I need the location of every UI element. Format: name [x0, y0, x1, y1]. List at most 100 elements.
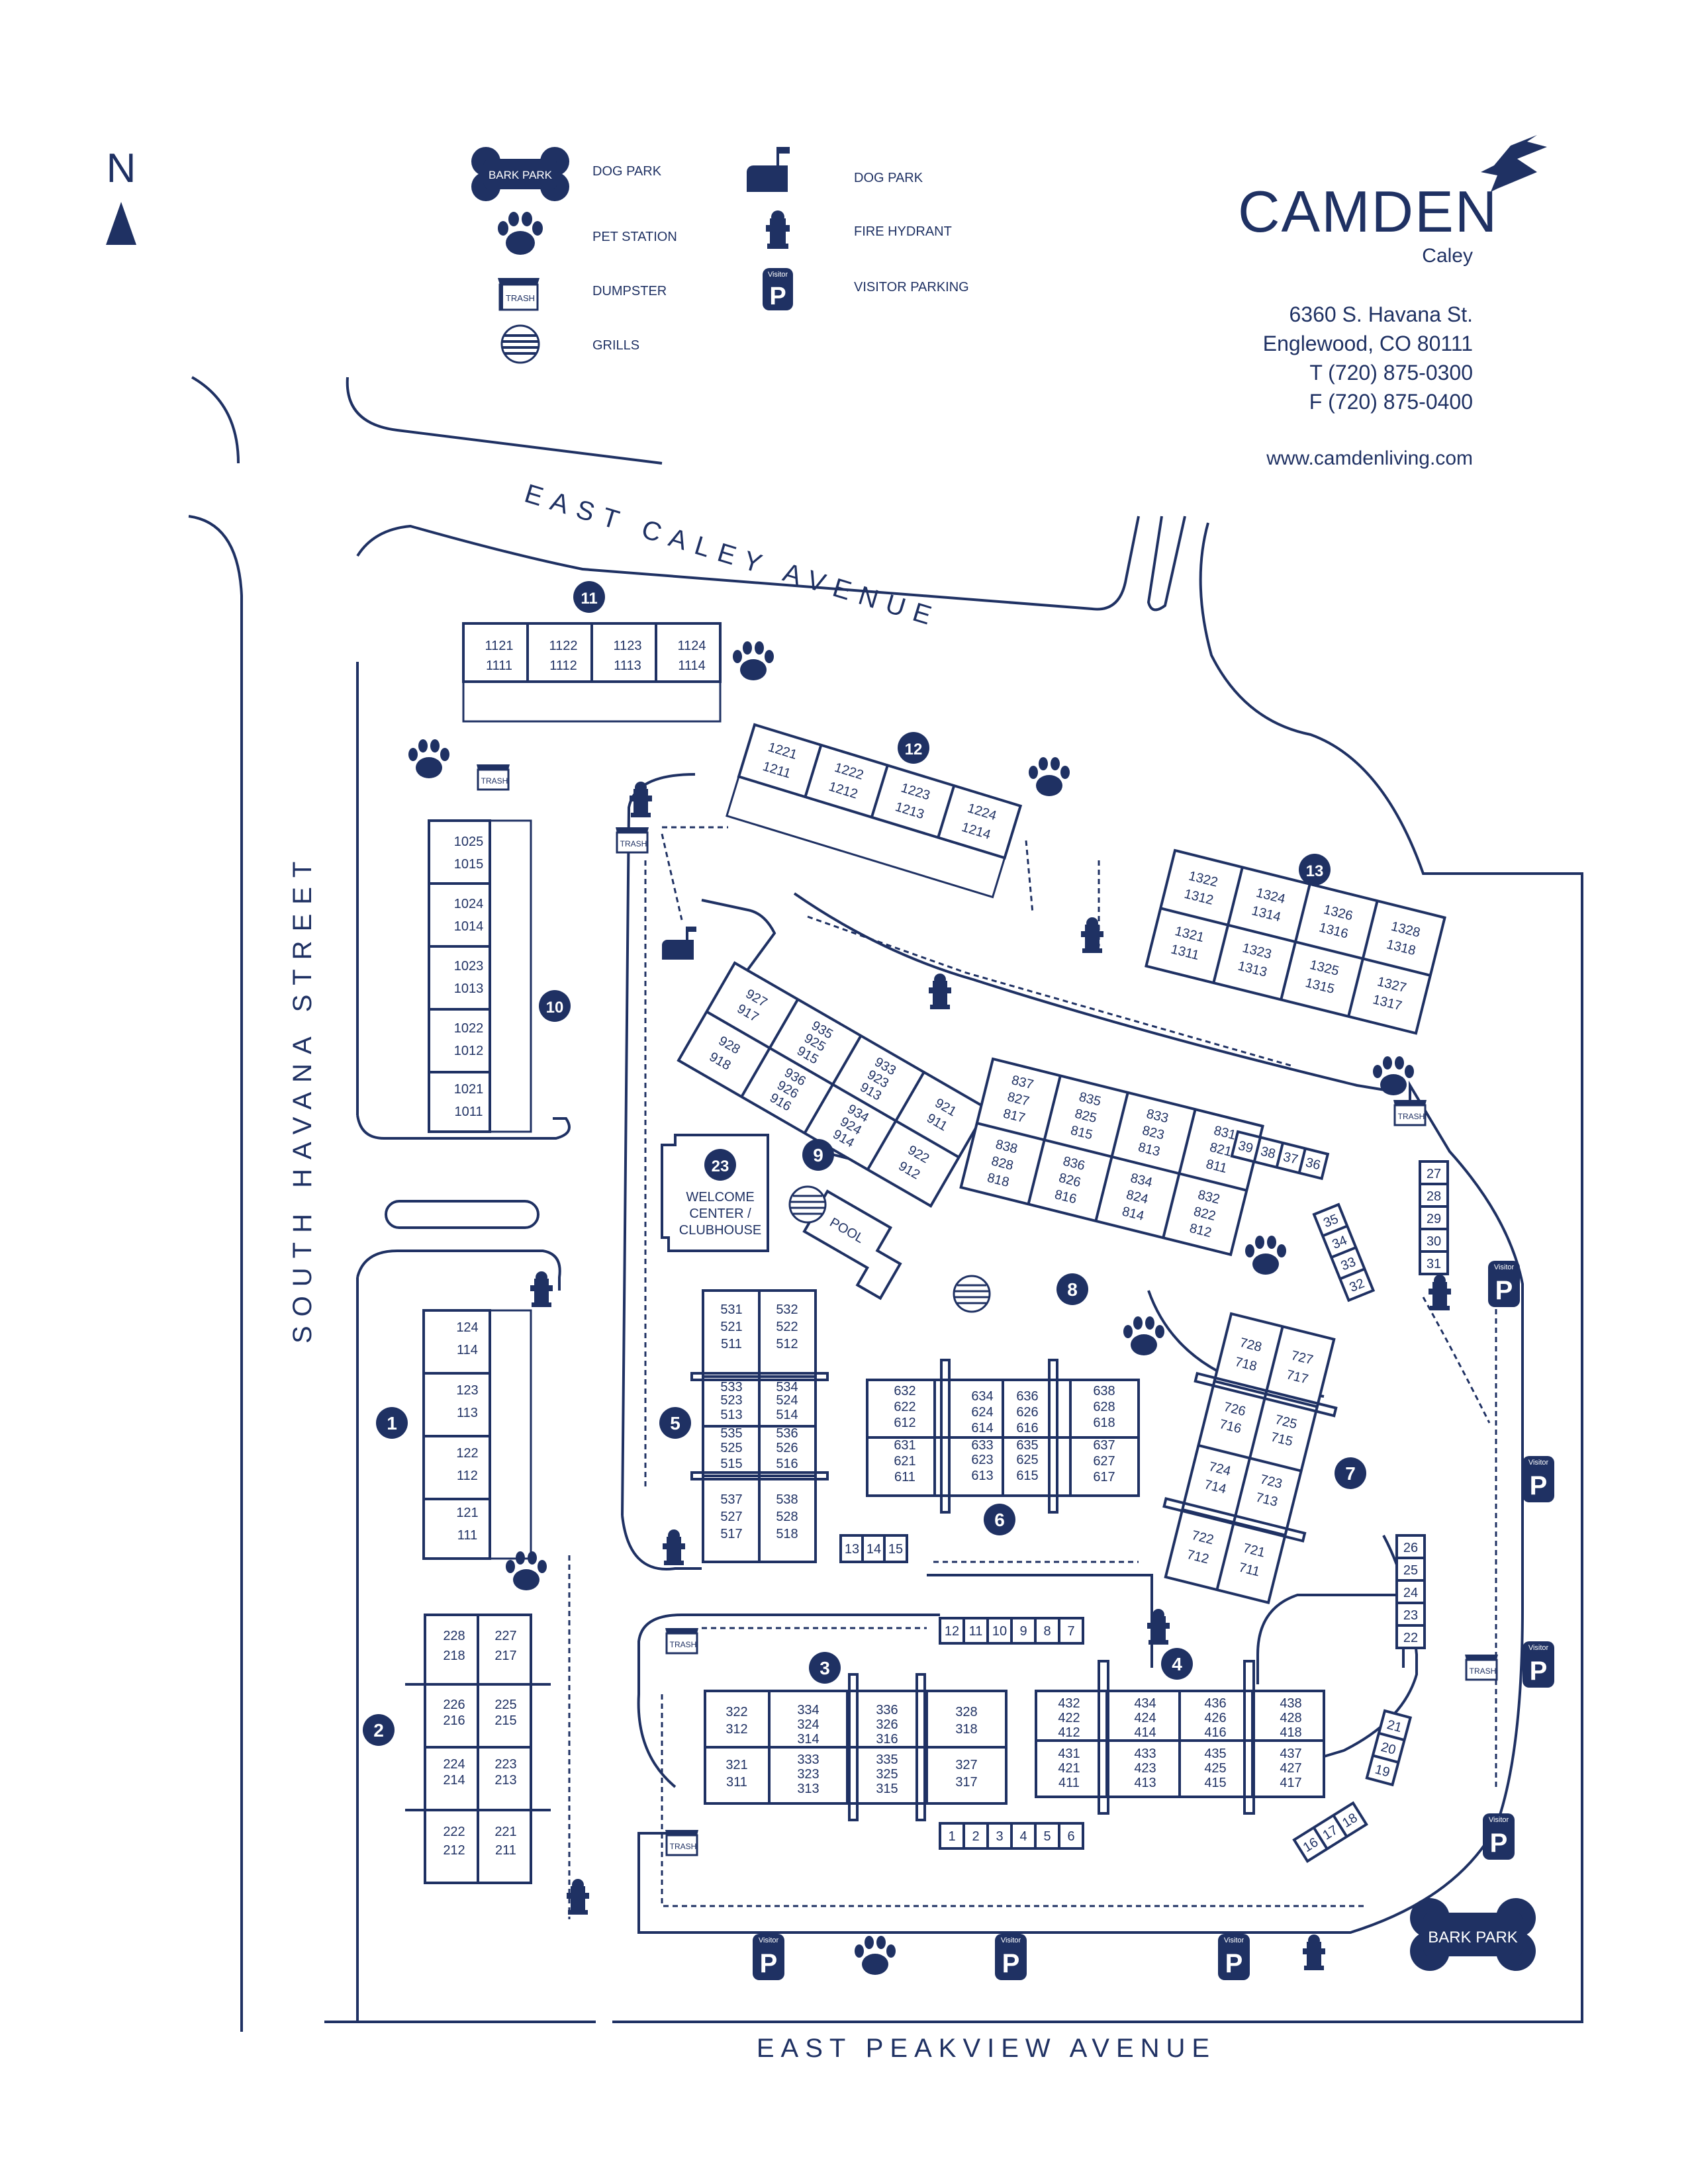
building-6[interactable]: 632 622 612 631 621 611 634 624 614 633 …	[866, 1359, 1140, 1514]
unit-label: 427	[1280, 1761, 1301, 1776]
brand-logo-text: CAMDEN	[1238, 179, 1498, 244]
visitor-text: Visitor	[1528, 1459, 1549, 1467]
badge-building-23[interactable]: 23	[704, 1149, 736, 1181]
unit-label: 213	[494, 1773, 516, 1788]
visitor-parking-icon[interactable]: Visitor P	[1483, 1813, 1515, 1860]
garage-row-27-31[interactable]: 27 28 29 30 31	[1419, 1160, 1449, 1275]
unit-label: 1123	[613, 639, 641, 653]
badge-building-13[interactable]: 13	[1299, 854, 1331, 886]
badge-building-3[interactable]: 3	[809, 1652, 841, 1684]
grill-icon	[953, 1275, 991, 1313]
unit-label: 413	[1134, 1776, 1156, 1790]
unit-label: 217	[494, 1649, 516, 1663]
badge-building-2[interactable]: 2	[363, 1714, 395, 1746]
unit-label: 516	[776, 1457, 798, 1471]
building-2[interactable]: 228 218 227 217 226 216 225 215 224 214 …	[405, 1614, 551, 1884]
badge-building-11[interactable]: 11	[573, 581, 605, 613]
badge-building-12[interactable]: 12	[898, 732, 929, 764]
unit-label: 426	[1204, 1711, 1226, 1725]
building-11[interactable]: 1121 1111 1122 1112 1123 1113 1124 1114	[462, 622, 722, 723]
building-10[interactable]: 1025 1015 1024 1014 1023 1013 1022 1012 …	[428, 819, 532, 1133]
garage-label: 28	[1427, 1189, 1441, 1204]
unit-label: 317	[955, 1775, 977, 1790]
garage-label: 39	[1237, 1138, 1254, 1156]
unit-label: 438	[1280, 1696, 1301, 1711]
badge-building-4[interactable]: 4	[1161, 1648, 1193, 1680]
visitor-parking-icon[interactable]: Visitor P	[995, 1934, 1027, 1980]
unit-label: 211	[495, 1843, 516, 1858]
unit-label: 1011	[454, 1105, 483, 1119]
unit-label: 336	[876, 1703, 898, 1717]
unit-label: 226	[443, 1698, 465, 1712]
building-9[interactable]: 927 917 928 918 935 925 915 936 926 916 …	[677, 961, 989, 1208]
unit-label: 412	[1058, 1725, 1080, 1740]
badge-building-10[interactable]: 10	[539, 990, 571, 1022]
unit-label: 1112	[549, 659, 577, 673]
garage-row-21-19[interactable]: 21 20 19	[1365, 1709, 1413, 1787]
garage-label: 2	[972, 1829, 979, 1844]
garage-row-35-32[interactable]: 35 34 33 32	[1312, 1203, 1376, 1302]
building-13[interactable]: 1322 1312 1321 1311 1324 1314 1323 1313 …	[1145, 848, 1446, 1035]
building-7[interactable]: 728 718 727 717 726 716 725 715 724 714 …	[1148, 1309, 1352, 1607]
visitor-parking-icon[interactable]: Visitor P	[753, 1934, 784, 1980]
garage-label: 8	[1043, 1624, 1051, 1639]
unit-label: 1114	[678, 659, 706, 673]
visitor-parking-icon[interactable]: Visitor P	[1218, 1934, 1250, 1980]
building-5[interactable]: 531 521 511 532 522 512 533 523 513 534 …	[690, 1289, 829, 1563]
unit-label: 223	[494, 1757, 516, 1772]
garage-label: 30	[1427, 1234, 1441, 1249]
building-1[interactable]: 124 114 123 113 122 112 121 111	[422, 1309, 532, 1560]
garage-row-13-15[interactable]: 13 14 15	[839, 1534, 908, 1563]
unit-label: 612	[894, 1416, 915, 1430]
garage-row-39-36[interactable]: 39 38 37 36	[1230, 1130, 1330, 1181]
visitor-parking-icon[interactable]: Visitor P	[1523, 1641, 1554, 1688]
unit-label: 1124	[677, 639, 706, 653]
badge-number: 6	[994, 1510, 1005, 1530]
badge-number: 4	[1172, 1654, 1182, 1674]
building-3[interactable]: 322 312 321 311 334 324 314 333 323 313 …	[704, 1673, 1008, 1821]
visitor-parking-icon[interactable]: Visitor P	[1523, 1456, 1554, 1502]
visitor-p: P	[1530, 1471, 1548, 1500]
garage-label: 23	[1403, 1608, 1418, 1623]
unit-label: 627	[1093, 1454, 1115, 1469]
grill-icon	[500, 324, 540, 364]
unit-label: 316	[876, 1732, 898, 1747]
unit-label: 1121	[485, 639, 513, 653]
badge-building-6[interactable]: 6	[984, 1504, 1015, 1535]
garage-row-26-22[interactable]: 26 25 24 23 22	[1395, 1534, 1426, 1649]
garage-row-12-7[interactable]: 12 11 10 9 8 7	[939, 1617, 1084, 1645]
badge-building-8[interactable]: 8	[1056, 1273, 1088, 1305]
unit-label: 633	[971, 1438, 993, 1453]
badge-building-5[interactable]: 5	[659, 1407, 691, 1439]
visitor-p: P	[1530, 1657, 1548, 1686]
dumpster-icon: TRASH	[665, 1628, 698, 1655]
unit-label: 527	[720, 1510, 742, 1524]
building-8[interactable]: 837 827 817 838 828 818 835 825 815 836 …	[959, 1057, 1264, 1257]
unit-label: 616	[1016, 1421, 1038, 1435]
badge-number: 1	[387, 1413, 397, 1433]
building-12[interactable]: 1221 1211 1222 1212 1223 1213 1224 1214	[726, 723, 1023, 899]
bark-park-label: BARK PARK	[1428, 1929, 1518, 1946]
garage-row-1-6[interactable]: 1 2 3 4 5 6	[939, 1822, 1084, 1850]
visitor-parking-icon[interactable]: Visitor P	[1488, 1261, 1520, 1307]
badge-building-9[interactable]: 9	[802, 1139, 834, 1171]
contact-website[interactable]: www.camdenliving.com	[1266, 447, 1473, 469]
garage-row-16-18[interactable]: 16 17 18	[1292, 1801, 1368, 1863]
badge-building-7[interactable]: 7	[1335, 1457, 1366, 1489]
north-arrow-icon	[106, 202, 136, 245]
bark-park[interactable]: BARK PARK	[1410, 1898, 1536, 1971]
garage-label: 24	[1403, 1586, 1418, 1600]
unit-label: 124	[456, 1320, 478, 1335]
visitor-parking-icon: Visitor P	[763, 268, 793, 310]
welcome-center-building[interactable]: WELCOME CENTER / CLUBHOUSE	[661, 1134, 769, 1252]
unit-label: 328	[955, 1705, 977, 1719]
visitor-text: Visitor	[1489, 1816, 1509, 1824]
unit-label: 212	[443, 1843, 465, 1858]
badge-building-1[interactable]: 1	[376, 1407, 408, 1439]
building-4[interactable]: 432 422 412 431 421 411 434 424 414 433 …	[1035, 1660, 1325, 1815]
street-south-havana-street: SOUTH HAVANA STREET	[288, 852, 317, 1343]
dumpster-label: TRASH	[670, 1842, 697, 1851]
unit-label: 533	[720, 1380, 742, 1394]
pool[interactable]: POOL	[794, 1189, 914, 1300]
